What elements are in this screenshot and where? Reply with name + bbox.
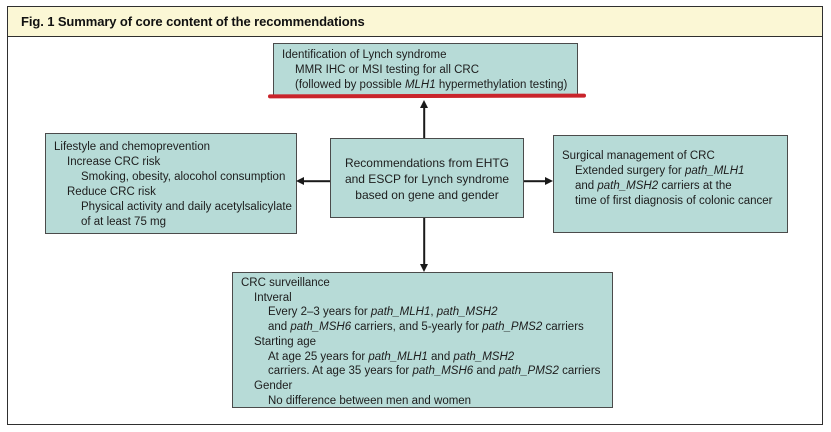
arrow-down-icon [419,218,429,272]
arrow-up-shaft [423,107,425,138]
figure-title: Fig. 1 Summary of core content of the re… [21,14,365,29]
arrow-right-icon [524,176,553,186]
arrow-left-icon [296,176,330,186]
figure-title-bar: Fig. 1 Summary of core content of the re… [8,7,822,37]
arrow-left-shaft [303,180,330,182]
arrow-right-shaft [524,180,546,182]
arrow-down-head [420,264,428,272]
arrow-up-head [420,100,428,108]
arrow-up-icon [419,100,429,138]
red-underline-annotation [267,93,587,98]
arrow-down-shaft [423,218,425,265]
arrow-right-head [545,177,553,185]
arrow-left-head [296,177,304,185]
